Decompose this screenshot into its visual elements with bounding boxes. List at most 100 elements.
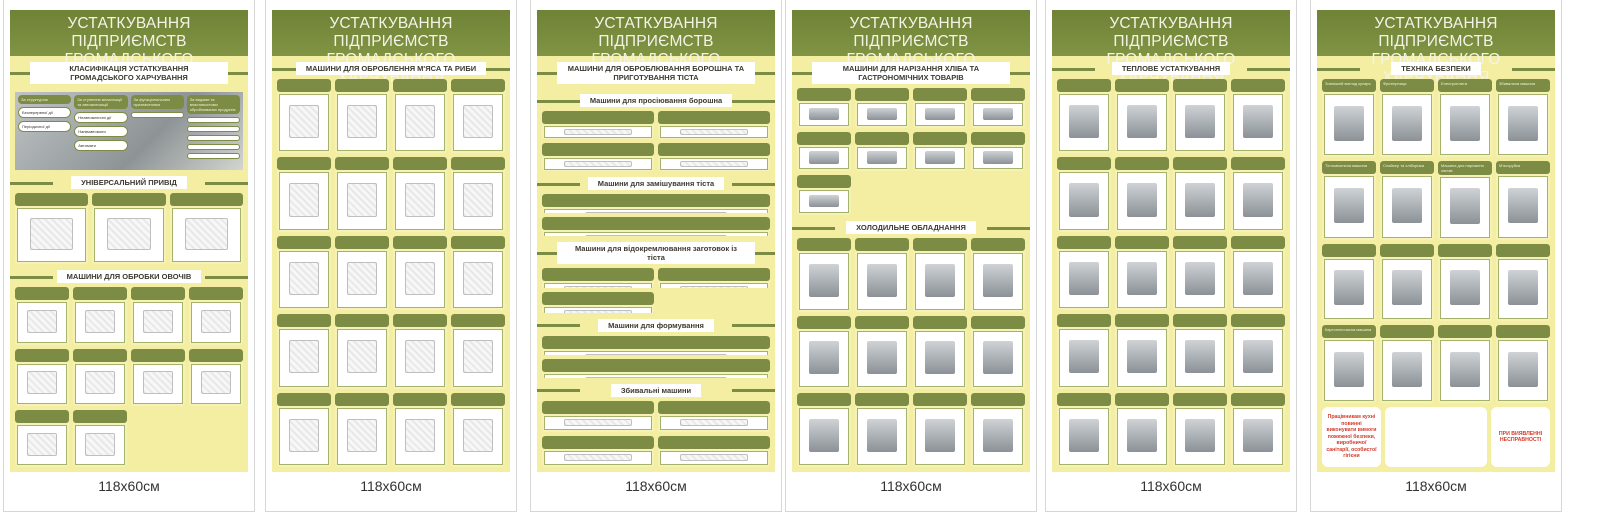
equipment-label — [277, 79, 331, 92]
classification-item — [186, 135, 240, 141]
equipment-card — [1057, 314, 1111, 389]
equipment-label: Зовнішній вигляд кухаря — [1322, 79, 1376, 92]
equipment-image — [1324, 175, 1374, 238]
equipment-card — [971, 393, 1025, 467]
stand-size-label: 118x60см — [880, 478, 942, 494]
equipment-card — [1380, 325, 1434, 403]
equipment-card — [658, 111, 770, 140]
equipment-image — [395, 407, 445, 465]
equipment-label — [855, 393, 909, 407]
equipment-label — [971, 238, 1025, 251]
equipment-card — [542, 217, 770, 236]
equipment-image — [544, 232, 768, 236]
equipment-label — [393, 392, 447, 406]
equipment-label — [855, 88, 909, 101]
equipment-image — [1233, 250, 1283, 309]
equipment-image — [857, 408, 907, 465]
equipment-card — [1115, 235, 1169, 311]
equipment-card — [393, 314, 447, 389]
section-heading: МАШИНИ ДЛЯ ОБРОБЛЕННЯ М'ЯСА ТА РИБИ — [272, 62, 510, 75]
equipment-image — [915, 146, 965, 170]
equipment-card — [542, 335, 770, 355]
stand-size-label: 118x60см — [98, 478, 160, 494]
stand-2: УСТАТКУВАННЯ ПІДПРИЄМСТВ ГРОМАДСЬКОГО ХА… — [265, 0, 517, 512]
equipment-grid — [542, 335, 770, 378]
equipment-image — [1324, 94, 1374, 155]
equipment-label — [15, 348, 69, 362]
equipment-image — [1382, 258, 1432, 320]
section-heading: УНІВЕРСАЛЬНИЙ ПРИВІД — [10, 176, 248, 189]
equipment-card — [1173, 235, 1227, 311]
equipment-label: Картоплеочисна машина — [1322, 325, 1376, 339]
section-heading: Машини для відокремлювання заготовок із … — [537, 241, 775, 264]
equipment-image — [17, 363, 67, 404]
equipment-card — [451, 392, 505, 467]
equipment-card — [913, 393, 967, 467]
equipment-label — [1057, 392, 1111, 406]
section: Машини для відокремлювання заготовок із … — [537, 240, 775, 313]
equipment-label — [542, 194, 770, 208]
equipment-image — [544, 126, 652, 138]
equipment-card: М'ясорубка — [1496, 160, 1550, 240]
section-title: Машини для відокремлювання заготовок із … — [557, 241, 755, 264]
equipment-card — [797, 88, 851, 128]
equipment-label — [1380, 325, 1434, 339]
equipment-card — [1173, 392, 1227, 467]
section-heading: ТЕПЛОВЕ УСТАТКУВАННЯ — [1052, 62, 1290, 75]
equipment-image — [799, 190, 849, 213]
section: МАШИНИ ДЛЯ ОБРОБЛЮВАННЯ БОРОШНА ТА ПРИГО… — [537, 60, 775, 88]
stand-size-label: 118x60см — [625, 478, 687, 494]
safety-warning: Працівникам кухні повинні виконувати вим… — [1322, 407, 1381, 467]
equipment-label — [542, 143, 654, 157]
equipment-image — [660, 415, 768, 430]
equipment-label — [855, 238, 909, 251]
section: МАШИНИ ДЛЯ НАРІЗАННЯ ХЛІБА ТА ГАСТРОНОМІ… — [792, 60, 1030, 215]
section-heading: ХОЛОДИЛЬНЕ ОБЛАДНАННЯ — [792, 221, 1030, 234]
equipment-card — [131, 287, 185, 345]
equipment-image — [337, 407, 387, 465]
equipment-image — [660, 158, 768, 171]
equipment-card — [335, 235, 389, 311]
equipment-card — [542, 435, 654, 467]
equipment-label — [542, 358, 770, 372]
equipment-card — [658, 400, 770, 432]
equipment-card — [393, 79, 447, 154]
equipment-image — [915, 103, 965, 126]
equipment-image — [973, 146, 1023, 170]
equipment-card — [542, 400, 654, 432]
equipment-card — [542, 358, 770, 378]
equipment-image — [1382, 340, 1432, 401]
equipment-label — [335, 314, 389, 328]
equipment-card — [131, 348, 185, 406]
equipment-label — [277, 235, 331, 249]
section: МАШИНИ ДЛЯ ОБРОБКИ ОВОЧІВ — [10, 268, 248, 467]
classification-item: Автомати — [74, 140, 128, 151]
equipment-image — [1117, 250, 1167, 309]
equipment-grid — [542, 400, 770, 467]
stand-4: УСТАТКУВАННЯ ПІДПРИЄМСТВ ГРОМАДСЬКОГО ХА… — [785, 0, 1037, 512]
equipment-image — [544, 373, 768, 378]
equipment-label — [1231, 314, 1285, 328]
stand-size-label: 118x60см — [1140, 478, 1202, 494]
stand-size-label: 118x60см — [1405, 478, 1467, 494]
section: Збивальні машини — [537, 382, 775, 467]
equipment-label — [451, 79, 505, 92]
equipment-image — [1175, 407, 1225, 465]
equipment-image — [279, 329, 329, 387]
equipment-label — [658, 267, 770, 281]
equipment-card: Слайсер та хліборізка — [1380, 160, 1434, 240]
equipment-card — [1438, 325, 1492, 403]
equipment-image — [1059, 172, 1109, 230]
equipment-grid — [277, 79, 505, 467]
equipment-label — [913, 131, 967, 145]
equipment-label — [542, 435, 654, 449]
equipment-card — [797, 393, 851, 467]
equipment-card — [1231, 235, 1285, 311]
equipment-label — [855, 315, 909, 329]
equipment-label — [797, 88, 851, 101]
equipment-image — [1059, 329, 1109, 387]
equipment-label — [1438, 243, 1492, 257]
equipment-label — [1173, 392, 1227, 406]
section-heading: КЛАСИФІКАЦІЯ УСТАТКУВАННЯ ГРОМАДСЬКОГО Х… — [10, 62, 248, 84]
equipment-card — [1057, 392, 1111, 467]
